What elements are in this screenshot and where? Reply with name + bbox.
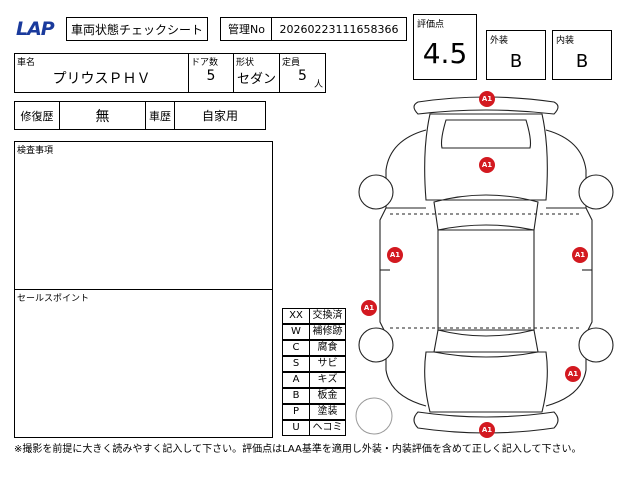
legend-desc: 補修跡	[309, 324, 346, 340]
doors-label: ドア数	[191, 58, 219, 68]
legend-code: A	[282, 372, 310, 388]
legend-desc: 交換済	[309, 308, 346, 324]
car-name-value: プリウスＰＨＶ	[52, 71, 151, 87]
repair-history-label: 修復歴	[14, 101, 60, 130]
footnote-text: ※撮影を前提に大きく読みやすく記入して下さい。評価点はLAA基準を適用し外装・内…	[14, 444, 582, 455]
overall-grade-label: 評価点	[417, 20, 445, 30]
interior-grade-box: 内装 B	[552, 30, 612, 80]
legend-desc: 板金	[309, 388, 346, 404]
exterior-grade-box: 外装 B	[486, 30, 546, 80]
management-no-label: 管理No	[220, 17, 272, 41]
roof-outline	[437, 229, 535, 331]
legend-row: S サビ	[282, 356, 346, 372]
legend-row: W 補修跡	[282, 324, 346, 340]
capacity-value: 5	[298, 68, 307, 84]
legend-desc: 腐食	[309, 340, 346, 356]
hood-outline	[424, 113, 548, 201]
capacity-unit: 人	[313, 80, 323, 90]
interior-grade-label: 内装	[556, 36, 575, 46]
left-rear-fender-outline	[385, 334, 427, 407]
spare-tire-icon	[355, 397, 393, 435]
legend-row: C 腐食	[282, 340, 346, 356]
damage-marker-left-side: A1	[387, 247, 403, 263]
exterior-grade-label: 外装	[490, 36, 509, 46]
legend-desc: キズ	[309, 372, 346, 388]
body-shape-value: セダン	[236, 72, 276, 87]
legend-desc: サビ	[309, 356, 346, 372]
inspection-notes-panel: 検査事項	[14, 141, 273, 290]
left-front-wheel	[358, 174, 394, 210]
legend-code: XX	[282, 308, 310, 324]
legend-desc: ヘコミ	[309, 420, 346, 436]
sales-point-panel: セールスポイント	[14, 289, 273, 438]
damage-marker-hood: A1	[479, 157, 495, 173]
legend-code: P	[282, 404, 310, 420]
legend-code: S	[282, 356, 310, 372]
interior-grade-value: B	[575, 51, 589, 72]
left-side-outline	[379, 207, 387, 335]
legend-row: P 塗装	[282, 404, 346, 420]
left-front-fender-outline	[385, 129, 427, 209]
capacity-cell: 定員 5 人	[279, 53, 326, 93]
legend-row: A キズ	[282, 372, 346, 388]
repair-history-value: 無	[59, 101, 146, 130]
legend-code: B	[282, 388, 310, 404]
capacity-label: 定員	[282, 58, 301, 68]
legend-desc: 塗装	[309, 404, 346, 420]
right-rear-fender-outline	[545, 334, 587, 407]
exterior-grade-value: B	[509, 51, 523, 72]
damage-marker-right-rear-quarter: A1	[565, 366, 581, 382]
windshield-outline	[433, 194, 539, 231]
trunk-outline	[424, 351, 548, 413]
doors-value: 5	[206, 68, 216, 84]
body-shape-label: 形状	[236, 58, 255, 68]
car-name-cell: 車名 プリウスＰＨＶ	[14, 53, 189, 93]
right-front-wheel	[578, 174, 614, 210]
vehicle-history-value: 自家用	[174, 101, 266, 130]
legend-row: U ヘコミ	[282, 420, 346, 436]
damage-marker-left-rear-fender: A1	[361, 300, 377, 316]
legend-code: W	[282, 324, 310, 340]
vehicle-history-label: 車歴	[145, 101, 175, 130]
hood-inner-outline	[440, 119, 532, 149]
management-no-value: 20260223111658366	[271, 17, 407, 41]
inspection-notes-label: 検査事項	[17, 146, 54, 156]
right-rear-wheel	[578, 327, 614, 363]
damage-marker-rear-bumper: A1	[479, 422, 495, 438]
legend-code: U	[282, 420, 310, 436]
damage-marker-front-bumper: A1	[479, 91, 495, 107]
rear-bumper-outline	[413, 411, 559, 434]
overall-grade-box: 評価点 4.5	[413, 14, 477, 80]
left-rear-wheel	[358, 327, 394, 363]
rear-window-outline	[433, 329, 539, 358]
legend-row: XX 交換済	[282, 308, 346, 324]
legend-code: C	[282, 340, 310, 356]
car-diagram	[358, 96, 614, 434]
doors-cell: ドア数 5	[188, 53, 234, 93]
right-front-fender-outline	[545, 129, 587, 209]
sales-point-label: セールスポイント	[17, 294, 90, 304]
overall-grade-value: 4.5	[422, 37, 468, 70]
right-side-outline	[585, 207, 593, 335]
lap-logo: LAP	[16, 18, 55, 40]
car-name-label: 車名	[17, 58, 36, 68]
legend-row: B 板金	[282, 388, 346, 404]
side-door-line	[390, 213, 582, 329]
front-bumper-outline	[413, 96, 559, 115]
damage-marker-right-side: A1	[572, 247, 588, 263]
sheet-title: 車両状態チェックシート	[66, 17, 208, 41]
body-shape-cell: 形状 セダン	[233, 53, 280, 93]
